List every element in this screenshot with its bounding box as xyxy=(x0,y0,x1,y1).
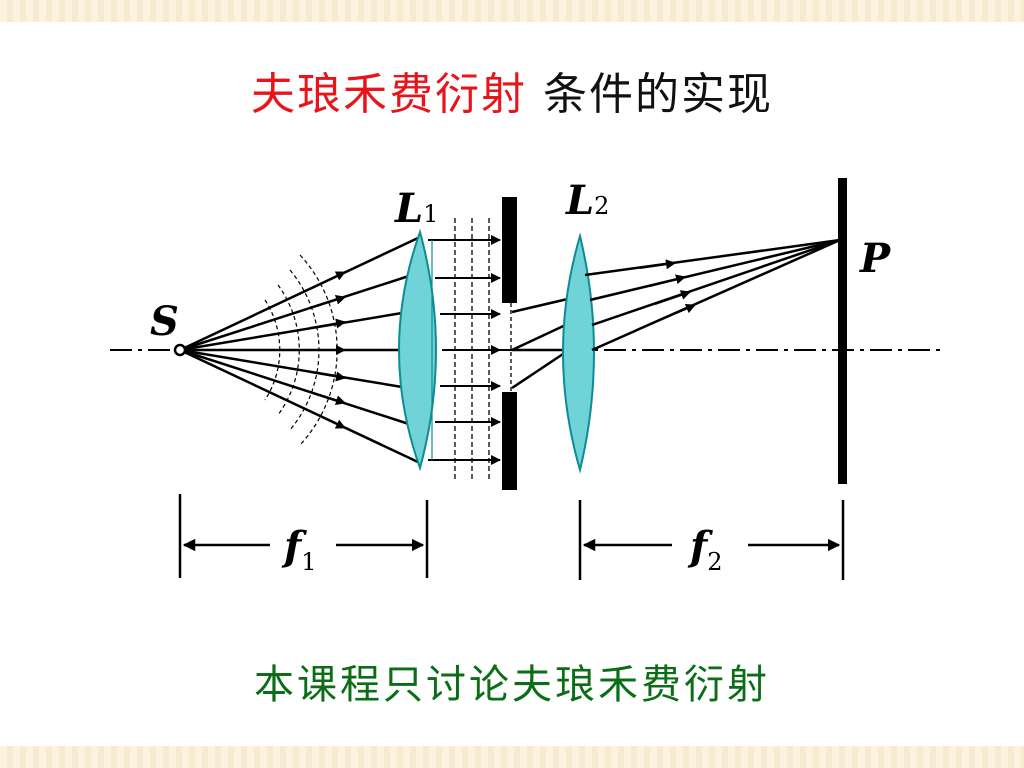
incident-ray-arrows xyxy=(309,271,346,429)
lens-1-label-main: L xyxy=(394,185,423,232)
lens-1-label-sub: 1 xyxy=(423,200,438,228)
incident-rays xyxy=(179,236,419,464)
lens-1-label: L1 xyxy=(394,185,438,232)
source-label: S xyxy=(150,298,179,345)
lens-1 xyxy=(398,228,437,472)
focal-1-label: f1 xyxy=(281,523,317,576)
point-source xyxy=(173,343,187,357)
aperture-upper-plate xyxy=(502,197,517,303)
focal-1-sub: 1 xyxy=(301,548,316,576)
lens-2-label: L2 xyxy=(565,177,609,224)
bottom-border-band xyxy=(0,746,1024,768)
lens-2-label-main: L xyxy=(565,177,594,224)
point-label: P xyxy=(859,235,892,282)
title-rest: 条件的实现 xyxy=(543,69,773,120)
title-highlight: 夫琅禾费衍射 xyxy=(251,69,527,120)
observation-screen xyxy=(838,178,847,484)
focal-2-label: f2 xyxy=(687,523,723,576)
focal-2-sub: 2 xyxy=(707,548,722,576)
lens-2-label-sub: 2 xyxy=(594,192,609,220)
focusing-ray-arrows xyxy=(639,259,696,321)
diffracted-rays xyxy=(511,296,573,390)
plane-wavefronts xyxy=(454,218,490,480)
focusing-rays xyxy=(584,238,841,352)
focal-length-2: f2 xyxy=(578,500,845,580)
aperture-lower-plate xyxy=(502,392,517,490)
top-border-band xyxy=(0,0,1024,22)
footer-note: 本课程只讨论夫琅禾费衍射 xyxy=(254,662,770,708)
focal-length-1: f1 xyxy=(178,494,429,578)
slide-title: 夫琅禾费衍射 条件的实现 xyxy=(0,58,1024,122)
lens-2 xyxy=(562,232,595,474)
